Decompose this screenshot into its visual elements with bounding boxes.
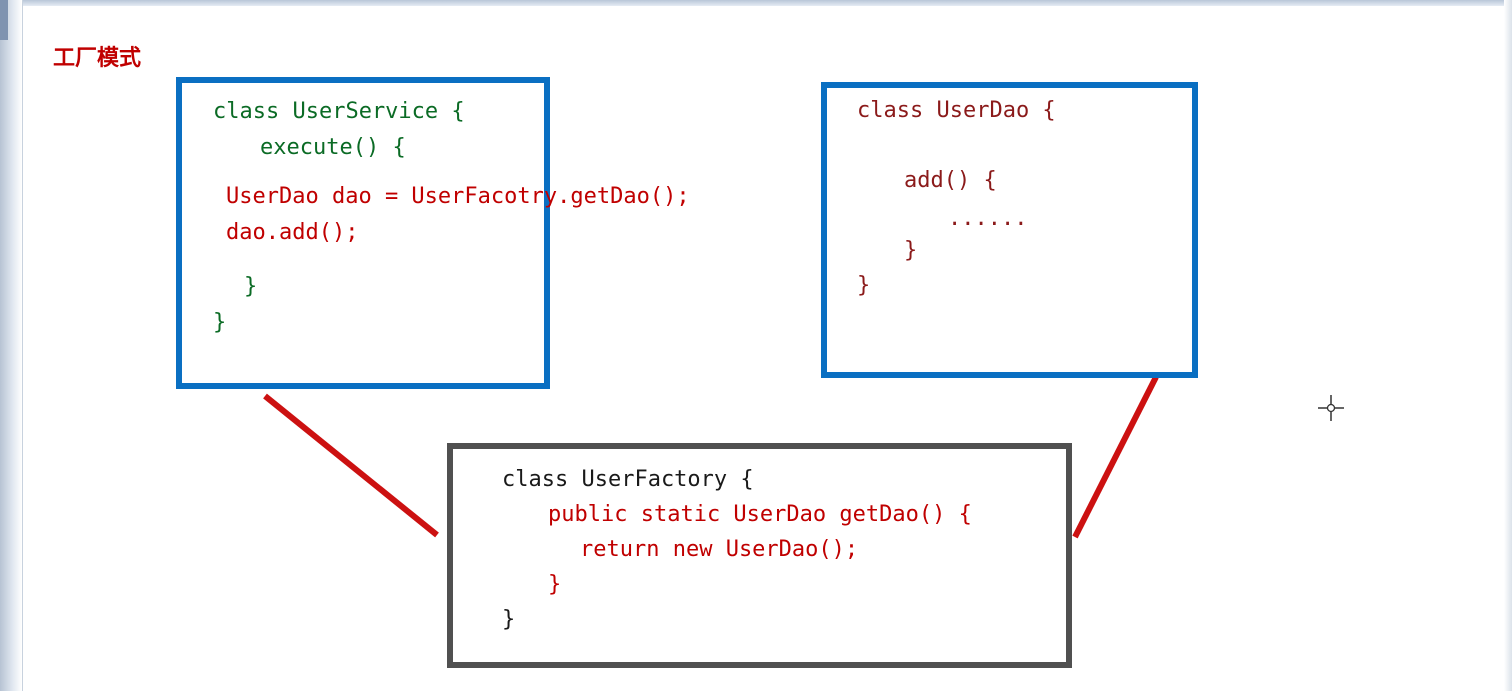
- user-service-execute-close: }: [244, 274, 258, 299]
- user-dao-add-line: add() {: [904, 168, 997, 193]
- service-factory-connector: [263, 393, 439, 538]
- user-factory-class-line: class UserFactory {: [502, 467, 754, 492]
- left-scroll-panel: [0, 0, 23, 691]
- user-factory-getdao-line: public static UserDao getDao() {: [548, 502, 972, 527]
- user-factory-box[interactable]: [447, 443, 1072, 668]
- user-factory-class-close: }: [502, 607, 516, 632]
- window-top-border: [0, 0, 1512, 6]
- crosshair-cursor-icon: [1318, 395, 1344, 421]
- dao-factory-connector: [1072, 375, 1159, 539]
- user-dao-class-close: }: [857, 273, 871, 298]
- user-dao-box[interactable]: [821, 82, 1198, 378]
- page-title: 工厂模式: [53, 46, 142, 71]
- user-dao-add-close: }: [904, 238, 918, 263]
- user-dao-ellipsis: ......: [948, 206, 1028, 231]
- user-service-class-line: class UserService {: [213, 99, 465, 124]
- user-factory-return-line: return new UserDao();: [580, 537, 859, 562]
- user-service-box[interactable]: [176, 77, 550, 389]
- user-service-class-close: }: [213, 310, 227, 335]
- right-scroll-panel: [1504, 0, 1512, 691]
- user-service-add-call-line: dao.add();: [226, 220, 359, 245]
- user-service-dao-line: UserDao dao = UserFacotry.getDao();: [226, 184, 690, 209]
- user-service-execute-line: execute() {: [260, 135, 406, 160]
- user-dao-class-line: class UserDao {: [857, 98, 1056, 123]
- user-factory-getdao-close: }: [548, 572, 562, 597]
- panel-notch: [0, 0, 8, 40]
